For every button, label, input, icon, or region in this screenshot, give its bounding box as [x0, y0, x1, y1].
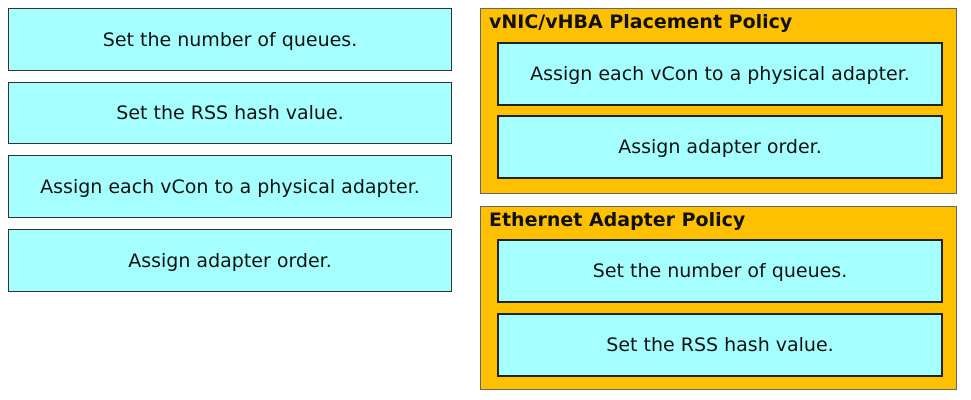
target-group-ethernet-adapter-policy: Ethernet Adapter Policy Set the number o…: [480, 206, 957, 390]
target-slot-assign-vcon[interactable]: Assign each vCon to a physical adapter.: [497, 42, 943, 106]
target-group-placement-policy: vNIC/vHBA Placement Policy Assign each v…: [480, 8, 957, 194]
source-item-assign-vcon[interactable]: Assign each vCon to a physical adapter.: [8, 155, 452, 218]
target-group-title: vNIC/vHBA Placement Policy: [489, 11, 793, 33]
target-slot-assign-adapter-order[interactable]: Assign adapter order.: [497, 115, 943, 179]
target-slot-rss-hash-value[interactable]: Set the RSS hash value.: [497, 313, 943, 377]
target-group-title: Ethernet Adapter Policy: [489, 209, 746, 231]
source-item-number-of-queues[interactable]: Set the number of queues.: [8, 8, 452, 71]
source-item-rss-hash-value[interactable]: Set the RSS hash value.: [8, 82, 452, 144]
target-slot-number-of-queues[interactable]: Set the number of queues.: [497, 239, 943, 303]
source-item-assign-adapter-order[interactable]: Assign adapter order.: [8, 229, 452, 292]
